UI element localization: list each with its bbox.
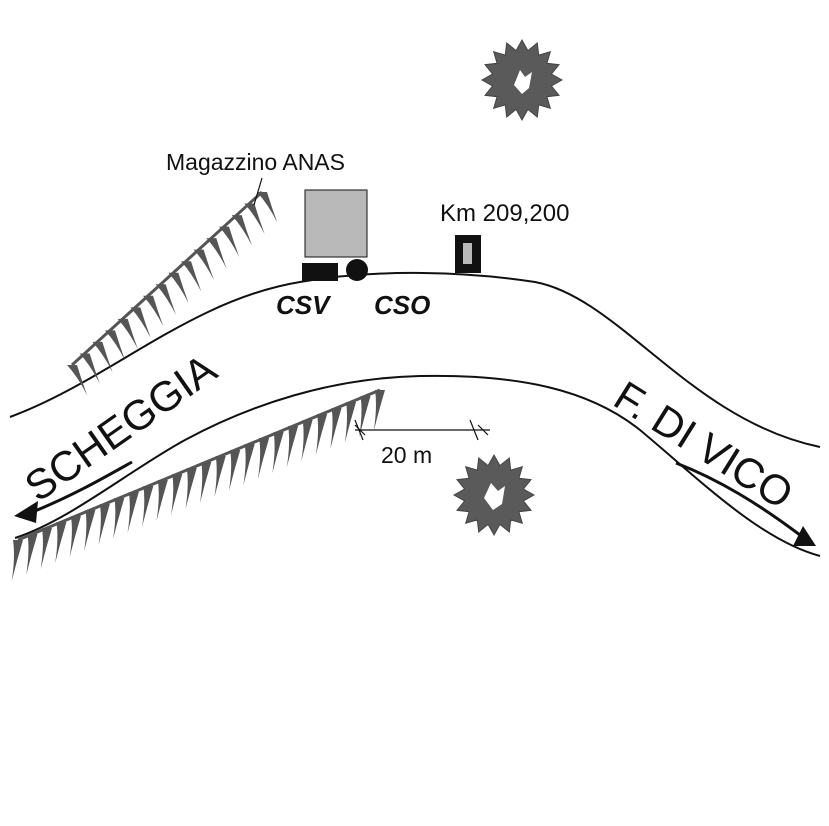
tree-icon bbox=[480, 38, 564, 122]
hachure-mark bbox=[170, 474, 183, 516]
road-edge-south bbox=[14, 374, 821, 557]
tree-icon bbox=[452, 453, 536, 537]
hachure-mark bbox=[344, 402, 357, 444]
hachure-mark bbox=[286, 426, 299, 468]
hachure-mark bbox=[373, 390, 385, 432]
hachure-mark bbox=[243, 444, 255, 486]
hachure-mark bbox=[219, 226, 240, 258]
hachure-mark bbox=[98, 504, 110, 546]
hachure-baseline bbox=[17, 388, 381, 542]
hachure-mark bbox=[181, 261, 202, 292]
hachure-mark bbox=[231, 215, 252, 246]
hachure-mark bbox=[156, 480, 168, 522]
hachure-mark bbox=[84, 510, 96, 552]
hachure-mark bbox=[79, 353, 100, 385]
arrow-icon bbox=[675, 461, 816, 546]
station-rect-icon bbox=[302, 263, 338, 281]
km-marker-label: Km 209,200 bbox=[440, 200, 569, 227]
hachure-mark bbox=[330, 408, 342, 450]
hachure-mark bbox=[193, 249, 214, 281]
hachure-mark bbox=[55, 522, 67, 564]
hachure-mark bbox=[142, 486, 154, 528]
hachure-mark bbox=[69, 516, 81, 558]
slope-hachure-lower bbox=[11, 388, 385, 582]
warehouse-label: Magazzino ANAS bbox=[166, 149, 345, 175]
csv-label: CSV bbox=[276, 290, 332, 320]
hachure-mark bbox=[272, 432, 284, 474]
warehouse-leader bbox=[253, 177, 263, 206]
hachure-mark bbox=[168, 272, 189, 304]
scale-bar bbox=[354, 419, 490, 441]
road-edge-north bbox=[9, 271, 821, 448]
hachure-mark bbox=[11, 540, 23, 582]
scale-label: 20 m bbox=[381, 442, 432, 468]
slope-hachure-upper bbox=[67, 190, 278, 396]
arrow-icon bbox=[14, 460, 133, 523]
hachure-mark bbox=[67, 365, 88, 396]
hachure-mark bbox=[244, 203, 265, 235]
hachure-mark bbox=[26, 534, 38, 576]
hachure-mark bbox=[214, 456, 226, 498]
hachure-mark bbox=[40, 528, 52, 570]
hachure-mark bbox=[301, 420, 313, 462]
cso-label: CSO bbox=[374, 290, 430, 320]
hachure-mark bbox=[105, 330, 126, 361]
hachure-mark bbox=[143, 295, 164, 327]
hachure-mark bbox=[257, 438, 270, 480]
hachure-mark bbox=[130, 307, 151, 338]
hachure-baseline bbox=[70, 190, 264, 367]
direction-left-label: SCHEGGIA bbox=[16, 345, 225, 511]
building-icon bbox=[304, 189, 368, 258]
hachure-mark bbox=[127, 492, 139, 534]
hachure-mark bbox=[206, 238, 227, 269]
hachure-mark bbox=[113, 498, 125, 540]
hachure-mark bbox=[92, 341, 113, 373]
hachure-mark bbox=[199, 462, 212, 504]
km-marker-icon bbox=[455, 235, 481, 273]
hachure-mark bbox=[228, 450, 241, 492]
hachure-mark bbox=[315, 414, 328, 456]
hachure-mark bbox=[359, 396, 371, 438]
hachure-mark bbox=[117, 318, 138, 350]
station-circle-icon bbox=[346, 259, 368, 281]
hachure-mark bbox=[185, 468, 197, 510]
hachure-mark bbox=[155, 284, 176, 315]
hachure-mark bbox=[257, 192, 278, 223]
